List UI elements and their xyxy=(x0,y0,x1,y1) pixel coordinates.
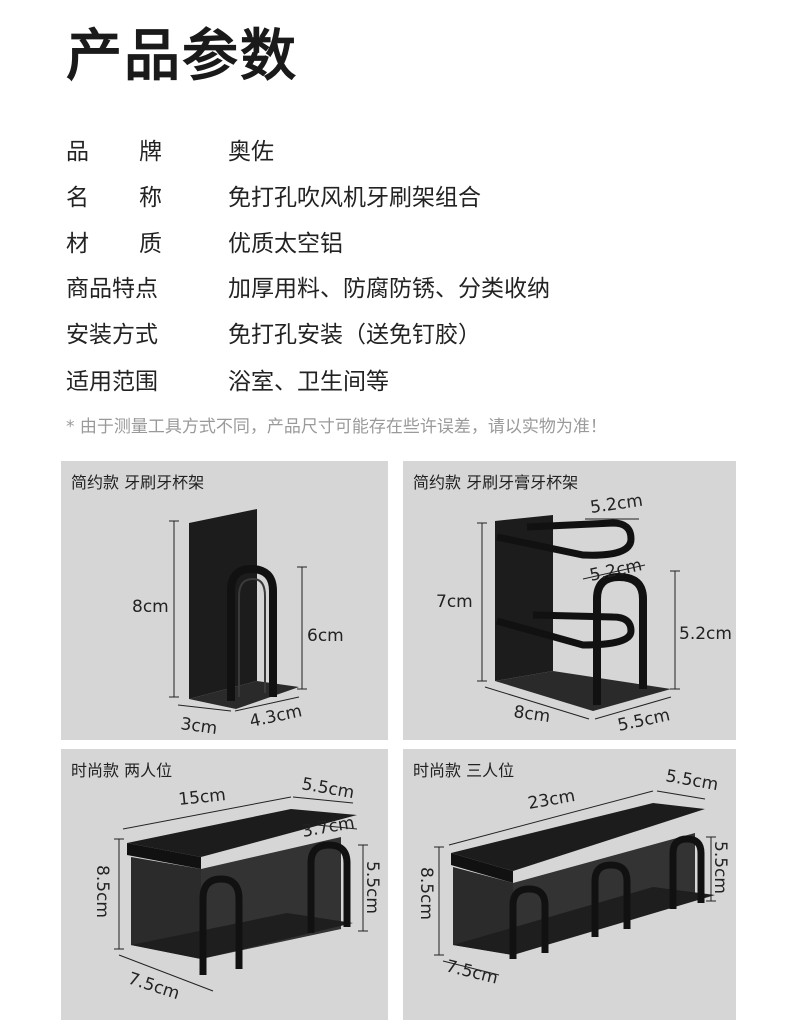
spec-key: 适用范围 xyxy=(66,369,158,395)
product-panel-fashion-two: 15cm 5.5cm 3.7cm 8.5cm 5.5cm 7.5cm 时尚款 两… xyxy=(61,749,388,1020)
product-panel-simple-toothpaste: 5.2cm 5.2cm 7cm 5.2cm 8cm 5.5cm 简约款 牙刷牙膏… xyxy=(403,461,736,740)
spec-key: 材质 xyxy=(66,231,212,257)
disclaimer-note: * 由于测量工具方式不同，产品尺寸可能存在些许误差，请以实物为准！ xyxy=(66,417,607,437)
dim-label: 15cm xyxy=(177,785,226,810)
dim-label: 5.2cm xyxy=(679,624,732,644)
dim-label: 5.5cm xyxy=(710,841,730,894)
dim-label: 5.5cm xyxy=(362,861,382,914)
product-illustration: 5.2cm 5.2cm 7cm 5.2cm 8cm 5.5cm xyxy=(436,491,732,736)
spec-key: 商品特点 xyxy=(66,276,158,302)
dim-label: 5.5cm xyxy=(664,766,720,795)
spec-value: 优质太空铝 xyxy=(228,231,343,257)
spec-value: 免打孔吹风机牙刷架组合 xyxy=(228,185,481,211)
page-title: 产品参数 xyxy=(66,24,298,89)
dim-label: 23cm xyxy=(526,786,576,814)
panel-label: 简约款 牙刷牙膏牙杯架 xyxy=(413,473,579,492)
dim-label: 8.5cm xyxy=(416,867,436,920)
dim-label: 5.5cm xyxy=(616,705,672,736)
spec-key: 安装方式 xyxy=(66,322,158,348)
dim-label: 7.5cm xyxy=(125,969,182,1004)
spec-value: 奥佐 xyxy=(228,139,274,165)
spec-value: 免打孔安装（送免钉胶） xyxy=(228,322,481,348)
dim-label: 6cm xyxy=(307,626,344,646)
spec-value: 浴室、卫生间等 xyxy=(228,369,389,395)
dim-label: 8cm xyxy=(512,702,551,727)
panel-label: 时尚款 两人位 xyxy=(71,761,173,780)
product-illustration: 8cm 6cm 3cm 4.3cm xyxy=(132,509,344,739)
dim-label: 5.2cm xyxy=(589,491,644,518)
panel-label: 简约款 牙刷牙杯架 xyxy=(71,473,205,492)
product-illustration: 23cm 5.5cm 8.5cm 5.5cm 7.5cm xyxy=(416,766,730,988)
dim-label: 3cm xyxy=(179,714,218,739)
product-panel-fashion-three: 23cm 5.5cm 8.5cm 5.5cm 7.5cm 时尚款 三人位 xyxy=(403,749,736,1020)
dim-label: 8.5cm xyxy=(92,865,112,918)
spec-key: 名称 xyxy=(66,185,212,211)
dim-label: 7.5cm xyxy=(444,956,500,988)
product-panel-simple-cup: 8cm 6cm 3cm 4.3cm 简约款 牙刷牙杯架 xyxy=(61,461,388,740)
dim-label: 7cm xyxy=(436,592,473,612)
panel-label: 时尚款 三人位 xyxy=(413,761,515,780)
spec-key: 品牌 xyxy=(66,139,212,165)
product-illustration: 15cm 5.5cm 3.7cm 8.5cm 5.5cm 7.5cm xyxy=(92,774,382,1004)
dim-label: 8cm xyxy=(132,597,169,617)
spec-value: 加厚用料、防腐防锈、分类收纳 xyxy=(228,276,550,302)
